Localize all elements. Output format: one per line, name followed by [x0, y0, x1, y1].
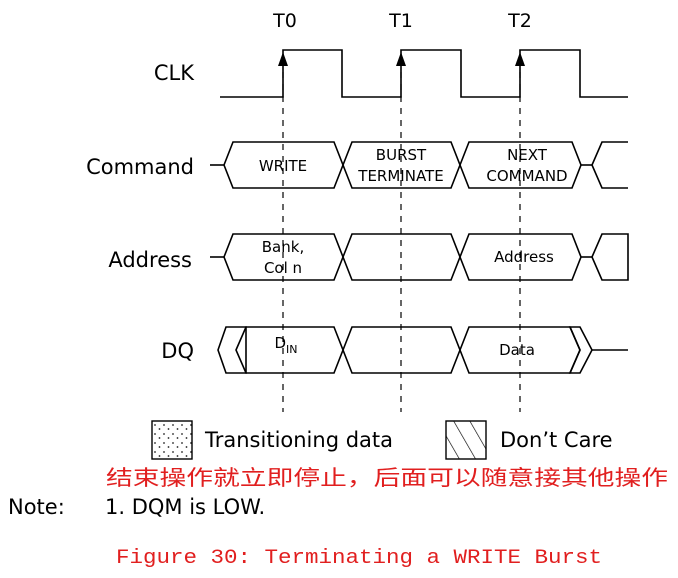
dq-transition-left	[217, 326, 247, 374]
legend-transition-label: Transitioning data	[204, 428, 393, 452]
signal-label-address: Address	[108, 248, 192, 272]
tick-label-t1: T1	[388, 10, 413, 32]
legend-dont-care-swatch	[445, 420, 487, 460]
command-burst-label: BURST	[376, 146, 427, 164]
chinese-annotation: 结束操作就立即停止，后面可以随意接其他操作	[106, 466, 668, 490]
clk-rising-arrow-t2	[515, 52, 525, 66]
address-address-label: Address	[494, 248, 554, 266]
note-label: Note:	[8, 495, 65, 519]
signal-label-dq: DQ	[161, 339, 194, 363]
command-write-label: WRITE	[259, 157, 307, 175]
dq-din-subscript: IN	[286, 343, 297, 356]
dq-transition-right	[568, 326, 593, 374]
signal-label-clk: CLK	[154, 61, 195, 85]
dq-din-label: DIN	[274, 334, 297, 356]
tick-label-t2: T2	[507, 10, 532, 32]
dq-data-label: Data	[499, 341, 535, 359]
address-bank-label: Bank,	[262, 238, 304, 256]
legend-transition-swatch	[151, 420, 193, 460]
command-command-label: COMMAND	[486, 167, 567, 185]
figure-caption: Figure 30: Terminating a WRITE Burst	[116, 547, 602, 570]
tick-label-t0: T0	[272, 10, 297, 32]
signal-label-command: Command	[86, 155, 194, 179]
clk-waveform	[220, 49, 628, 98]
command-next-label: NEXT	[507, 146, 548, 164]
legend-dont-care-label: Don’t Care	[500, 428, 613, 452]
address-cell-dont-care-2	[591, 233, 629, 281]
dq-din-main: D	[274, 334, 286, 352]
clk-rising-arrow-t1	[396, 52, 406, 66]
note-text: 1. DQM is LOW.	[105, 495, 265, 519]
clk-rising-arrow-t0	[278, 52, 288, 66]
command-terminate-label: TERMINATE	[357, 167, 443, 185]
command-cell-trailing	[591, 141, 628, 189]
address-coln-label: Col n	[264, 259, 302, 277]
